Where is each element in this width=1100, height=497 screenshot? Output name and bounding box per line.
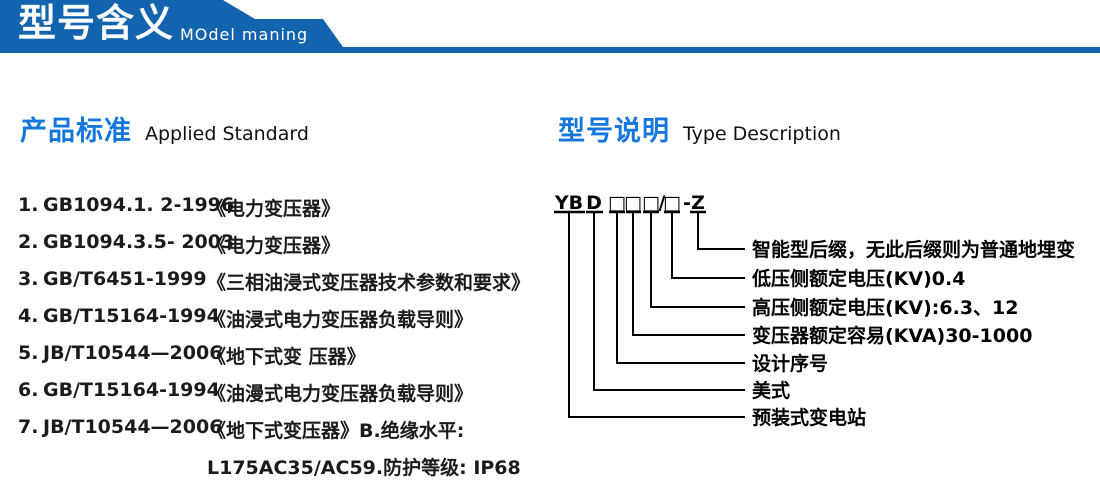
standard-code: GB/T15164-1994: [43, 379, 220, 401]
standard-number: 2.: [18, 231, 39, 253]
standard-item: 7. JB/T10544—2006 《地下式变压器》B.绝缘水平:: [18, 416, 558, 453]
standard-title: 《电力变压器》: [207, 198, 341, 220]
standard-code: GB1094.1. 2-1996: [43, 194, 235, 216]
code-segment-box3: □: [642, 192, 660, 214]
banner-subtitle: MOdel maning: [180, 25, 309, 44]
branch-line-yb: [568, 213, 745, 418]
standards-title-zh: 产品标准: [20, 116, 132, 147]
standard-title: 《三相油浸式变压器技术参数和要求》: [207, 272, 531, 294]
standard-code: GB/T15164-1994: [43, 305, 220, 327]
branch-line-design-box: [616, 213, 745, 364]
type-description-heading: 型号说明 Type Description: [558, 109, 841, 148]
label-lv-voltage: 低压侧额定电压(KV)0.4: [751, 267, 965, 290]
standard-title: 《油浸式电力变压器负载导则》: [207, 309, 474, 331]
standard-title: 《电力变压器》: [207, 235, 341, 257]
code-segment-box1: □: [608, 192, 626, 214]
type-description-title-en: Type Description: [683, 123, 841, 145]
banner-title: 型号含义: [18, 1, 175, 45]
page-banner: 型号含义 MOdel maning: [0, 0, 1100, 53]
standard-title: 《地下式变压器》B.绝缘水平:: [207, 420, 465, 442]
standard-code: GB1094.3.5- 2003: [43, 231, 235, 253]
label-rated-capacity: 变压器额定容易(KVA)30-1000: [752, 324, 1032, 347]
standard-code: JB/T10544—2006: [43, 342, 223, 364]
label-american-style: 美式: [752, 379, 790, 402]
standard-item: 3. GB/T6451-1999 《三相油浸式变压器技术参数和要求》: [18, 268, 558, 305]
banner-ribbon: [0, 0, 1100, 53]
code-segment-z: Z: [691, 192, 705, 214]
banner-ribbon-shape: [0, 0, 1100, 53]
code-segment-dash: -: [683, 192, 691, 214]
standard-number: 6.: [18, 379, 39, 401]
standard-title: 《地下式变 压器》: [207, 346, 366, 368]
standard-continuation: L175AC35/AC59.防护等级: IP68: [207, 457, 521, 479]
label-hv-voltage: 高压侧额定电压(KV):6.3、12: [752, 296, 1019, 319]
code-segment-yb: YB: [554, 192, 583, 214]
standard-number: 3.: [18, 268, 39, 290]
standard-item: 6. GB/T15164-1994 《油漫式电力变压器负载导则》: [18, 379, 558, 416]
standard-number: 5.: [18, 342, 39, 364]
standards-title-en: Applied Standard: [145, 123, 309, 145]
standard-number: 1.: [18, 194, 39, 216]
standard-item: 5. JB/T10544—2006 《地下式变 压器》: [18, 342, 558, 379]
code-segment-d: D: [586, 192, 602, 214]
standard-item: 1. GB1094.1. 2-1996 《电力变压器》: [18, 194, 558, 231]
code-segment-slash: /: [659, 192, 666, 214]
code-segment-box2: □: [624, 192, 642, 214]
branch-line-capacity-box: [632, 213, 745, 336]
standard-code: GB/T6451-1999: [43, 268, 207, 290]
type-description-title-zh: 型号说明: [558, 116, 670, 147]
code-segment-box4: □: [663, 192, 681, 214]
label-design-serial: 设计序号: [752, 352, 828, 375]
model-code-diagram: YB D □ □ □ / □ - Z 智能型后缀，无此后缀则为普通地埋变 低压侧…: [554, 192, 1075, 429]
standard-number: 4.: [18, 305, 39, 327]
branch-line-hv-box: [650, 213, 745, 308]
branch-line-lv-box: [671, 213, 745, 279]
standard-code: JB/T10544—2006: [43, 416, 223, 438]
label-prefabricated-substation: 预装式变电站: [752, 406, 866, 429]
standards-list: 1. GB1094.1. 2-1996 《电力变压器》 2. GB1094.3.…: [18, 194, 558, 490]
standard-number: 7.: [18, 416, 39, 438]
standard-item: 4. GB/T15164-1994 《油浸式电力变压器负载导则》: [18, 305, 558, 342]
branch-line-d: [593, 213, 745, 391]
branch-line-z: [697, 213, 745, 250]
label-smart-suffix: 智能型后缀，无此后缀则为普通地埋变: [752, 238, 1075, 261]
standard-title: 《油漫式电力变压器负载导则》: [207, 383, 474, 405]
standard-item: 2. GB1094.3.5- 2003 《电力变压器》: [18, 231, 558, 268]
standard-item-continuation: L175AC35/AC59.防护等级: IP68: [18, 453, 558, 490]
standards-heading: 产品标准 Applied Standard: [20, 109, 309, 148]
